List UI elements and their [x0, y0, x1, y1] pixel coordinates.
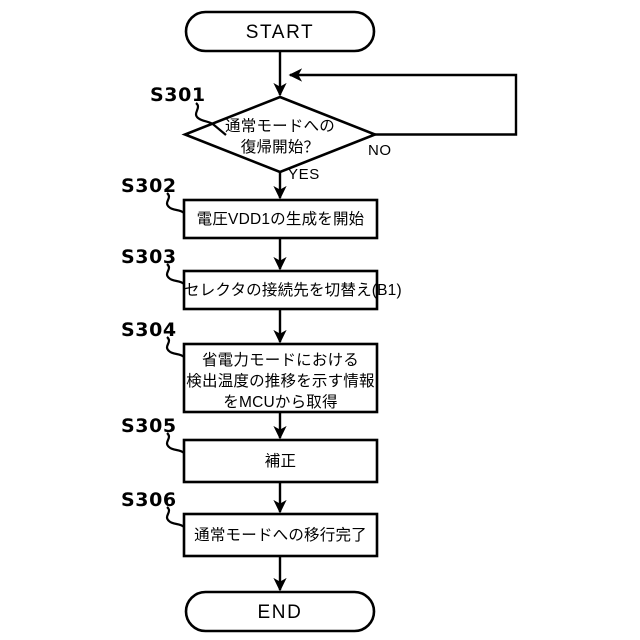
process-label-s304-line1: 省電力モードにおける — [201, 352, 359, 369]
branch-label-yes: YES — [288, 166, 320, 183]
leader-line-s304 — [165, 336, 185, 358]
step-number-s306: S306 — [121, 489, 177, 511]
step-number-s304: S304 — [121, 319, 177, 341]
leader-line-s306 — [165, 506, 185, 528]
step-number-s302: S302 — [121, 175, 177, 197]
decision-label-s301: 通常モードへの 復帰開始？ — [185, 117, 375, 159]
process-label-s304-line3: をMCUから取得 — [223, 393, 338, 411]
branch-label-no: NO — [368, 142, 392, 159]
connector-no-loopback — [288, 68, 518, 136]
step-number-s305: S305 — [121, 415, 177, 437]
end-terminal-shape — [184, 590, 376, 633]
process-label-s304-line2: 検出温度の推移を示す情報 — [186, 372, 375, 390]
process-label-s303: セレクタの接続先を切替え(B1) — [184, 282, 402, 299]
start-terminal-label: START — [245, 22, 315, 43]
process-label-s305: 補正 — [264, 453, 297, 470]
end-terminal-label: END — [257, 602, 303, 623]
leader-line-s301 — [194, 102, 227, 136]
process-label-s304: 省電力モードにおける 検出温度の推移を示す情報 をMCUから取得 — [184, 351, 377, 414]
leader-line-s305 — [165, 432, 185, 454]
leader-line-s302 — [165, 192, 185, 214]
decision-label-line1: 通常モードへの — [225, 118, 335, 135]
decision-label-line2: 復帰開始？ — [240, 138, 320, 156]
process-box-s306 — [182, 512, 379, 558]
process-label-s302: 電圧VDD1の生成を開始 — [196, 211, 365, 228]
process-box-s304 — [182, 342, 379, 414]
leader-line-s303 — [165, 263, 185, 285]
step-number-s301: S301 — [150, 84, 206, 106]
step-number-s303: S303 — [121, 246, 177, 268]
process-label-s306: 通常モードへの移行完了 — [194, 527, 367, 544]
